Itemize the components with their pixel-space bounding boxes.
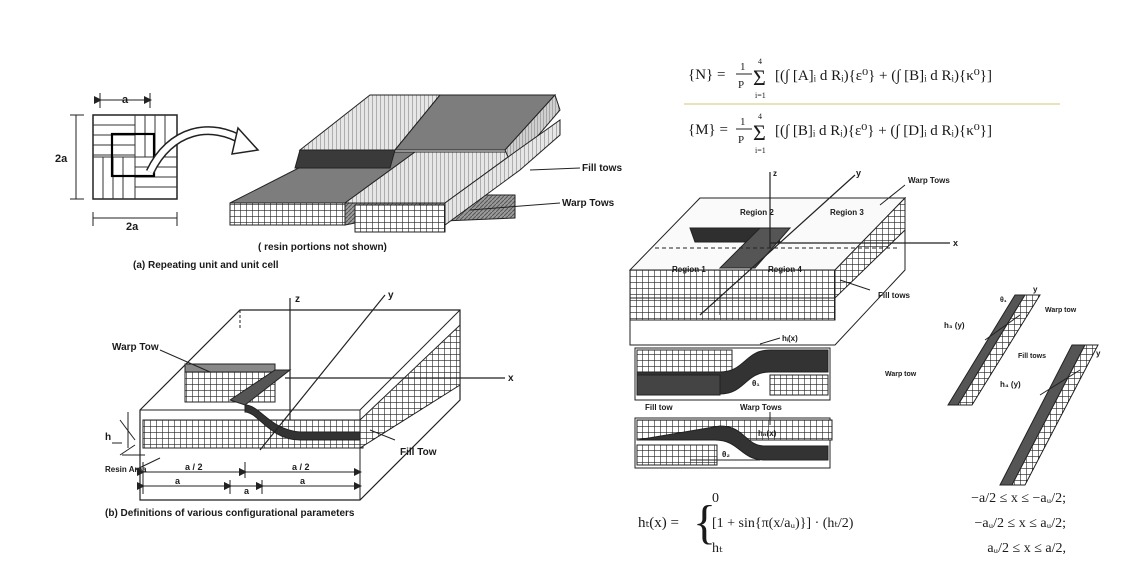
figure-b-configuration: z y x Warp Tow Fill Tow h Resin Area a /… [105, 290, 514, 519]
label-fill-tows-c: Fill tows [878, 291, 911, 300]
eq-n-body: [(∫ [A]ᵢ d Rᵢ){ε⁰} + (∫ [B]ᵢ d Rᵢ){κ⁰}] [775, 68, 992, 84]
label-warp-tows-c: Warp Tows [908, 176, 950, 185]
dimension-lines-a [70, 93, 178, 226]
eq-n-sum-bottom: i=1 [755, 91, 766, 100]
axis-x-label-c: x [953, 238, 958, 248]
label-h2: hₙ(x) [758, 429, 777, 438]
eq-n-frac-den: P [738, 79, 744, 91]
label-warp-tows: Warp Tows [562, 198, 615, 209]
label-h4: h₄ (y) [1000, 380, 1021, 389]
label-warp-tow: Warp Tow [112, 342, 159, 353]
dim-a-half-left: a / 2 [185, 462, 203, 472]
caption-b: (b) Definitions of various configuration… [105, 508, 355, 519]
label-y-top-e: y [1033, 285, 1038, 294]
label-region-1: Region 1 [672, 265, 706, 274]
eq-m-sum-bottom: i=1 [755, 146, 766, 155]
label-theta1-d: θ₁ [752, 379, 760, 388]
caption-a: (a) Repeating unit and unit cell [133, 260, 279, 271]
label-h: h [105, 432, 111, 443]
piecewise-brace: { [693, 496, 716, 549]
label-warp-tow-top: Warp tow [1045, 307, 1077, 314]
stress-resultant-equations: {N} = 1 P 4 Σ i=1 [(∫ [A]ᵢ d Rᵢ){ε⁰} + (… [684, 57, 1060, 155]
unit-cell-3d [229, 94, 561, 233]
label-fill-tow: Fill Tow [400, 447, 437, 458]
dimension-lines-b [137, 462, 362, 494]
case3-expr: hₜ [712, 541, 723, 556]
label-fill-tows: Fill tows [582, 163, 622, 174]
eq-m-frac-den: P [738, 134, 744, 146]
dim-a-top: a [122, 94, 129, 106]
eq-m-sum-top: 4 [758, 112, 762, 121]
figure-a-repeating-unit: a 2a 2a Fill tows Warp Tows ( resin port… [55, 93, 622, 271]
dim-2a-bottom: 2a [126, 221, 139, 233]
axis-y-label-c: y [856, 168, 861, 178]
eq-n-sum-sign: Σ [753, 65, 766, 90]
figure-e-warp-strips: h₃ (y) θ₁ y Warp tow Fill tows y Warp to… [885, 285, 1101, 486]
eq-m-sum-sign: Σ [753, 120, 766, 145]
dim-2a-side: 2a [55, 153, 68, 165]
label-region-4: Region 4 [768, 265, 802, 274]
eq-n-sum-top: 4 [758, 57, 762, 66]
label-warp-tow-left: Warp tow [885, 371, 917, 378]
dim-ag-left: a [175, 476, 181, 486]
case1-cond: −a/2 ≤ x ≤ −aᵤ/2; [971, 491, 1066, 506]
label-theta2-d: θ₂ [722, 450, 730, 459]
dim-a-half-right: a / 2 [292, 462, 310, 472]
figure-c-regions: z y x Region 2 Region 3 Region 1 Region … [628, 168, 958, 346]
axis-z-label-b: z [295, 294, 300, 305]
axis-y-label-b: y [388, 290, 394, 301]
note-resin-not-shown: ( resin portions not shown) [258, 242, 387, 253]
label-fill-tows-e: Fill tows [1018, 353, 1046, 360]
eq-n-lhs: {N} = [688, 67, 725, 83]
label-hf: hᵢ(x) [782, 334, 798, 343]
eq-m-body: [(∫ [B]ᵢ d Rᵢ){ε⁰} + (∫ [D]ᵢ d Rᵢ){κ⁰}] [775, 123, 992, 139]
label-fill-tow-d: Fill tow [645, 403, 673, 412]
label-y-mid-e: y [1096, 349, 1101, 358]
dim-ag-right: a [300, 476, 306, 486]
case3-cond: aᵤ/2 ≤ x ≤ a/2, [987, 541, 1066, 556]
case1-expr: 0 [712, 491, 719, 506]
eq-m-frac-num: 1 [740, 116, 746, 128]
tows-cross-section [142, 323, 461, 449]
label-region-2: Region 2 [740, 208, 774, 217]
axis-z-label-c: z [773, 169, 777, 178]
axis-y-line-b [259, 294, 386, 451]
eq-n-frac-num: 1 [740, 61, 746, 73]
axis-x-label-b: x [508, 373, 514, 384]
label-h3: h₃ (y) [944, 321, 965, 330]
figure-d-sections: hᵢ(x) θ₁ Fill tow Warp Tows hₙ(x) θ₂ [634, 334, 833, 469]
eq-m-lhs: {M} = [688, 122, 728, 138]
label-region-3: Region 3 [830, 208, 864, 217]
case2-cond: −aᵤ/2 ≤ x ≤ aᵤ/2; [974, 516, 1066, 531]
label-warp-tows-d: Warp Tows [740, 403, 782, 412]
piecewise-equation: hₜ(x) = { 0 [1 + sin{π(x/aᵤ)}] · (hₜ/2) … [638, 491, 1066, 556]
piecewise-lhs: hₜ(x) = [638, 515, 679, 531]
zoom-arrow-head [231, 126, 260, 155]
label-theta1-e: θ₁ [1000, 297, 1007, 304]
case2-expr: [1 + sin{π(x/aᵤ)}] · (hₜ/2) [712, 516, 854, 531]
dim-au: a [244, 486, 250, 496]
label-resin-area: Resin Area [105, 465, 147, 474]
